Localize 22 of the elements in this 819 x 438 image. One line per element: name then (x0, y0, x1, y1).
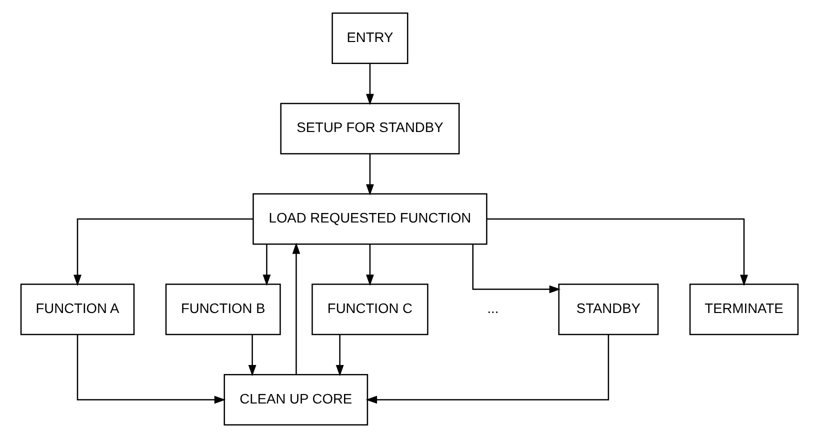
arrow (366, 63, 374, 106)
node-box: STANDBY (558, 284, 659, 336)
arrow (292, 242, 300, 375)
node-box: TERMINATE (689, 284, 799, 336)
node-box: FUNCTION A (20, 284, 135, 336)
arrow (486, 218, 748, 286)
label: ... (487, 300, 499, 316)
node-box: SETUP FOR STANDBY (280, 102, 460, 154)
arrow (366, 334, 610, 404)
node-box: FUNCTION B (165, 284, 281, 336)
arrow (366, 244, 374, 286)
arrow (336, 334, 344, 376)
node-box: CLEAN UP CORE (224, 374, 368, 426)
arrow (262, 244, 271, 286)
arrow (74, 218, 254, 286)
node-box: ENTRY (332, 12, 408, 64)
node-box: FUNCTION C (312, 284, 428, 336)
arrow (472, 244, 561, 294)
node-box: LOAD REQUESTED FUNCTION (252, 193, 488, 245)
arrow (76, 334, 226, 404)
arrow (248, 334, 256, 376)
arrow (366, 154, 374, 196)
